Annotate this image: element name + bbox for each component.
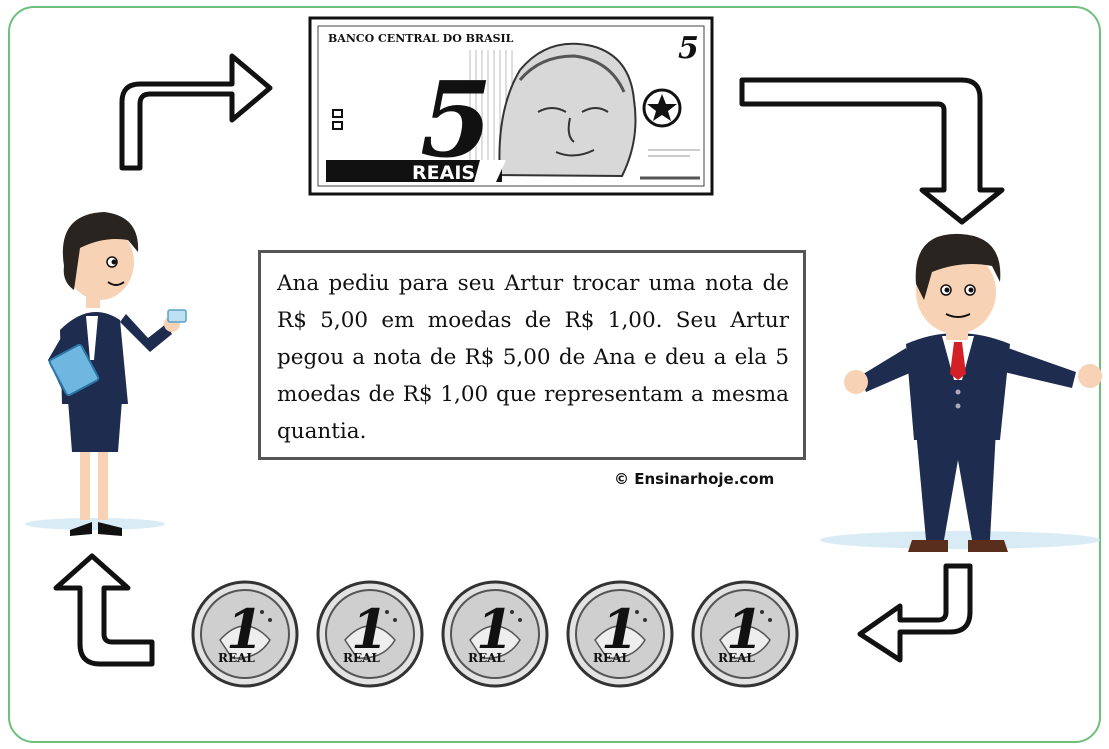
coin-2-label: REAL (343, 651, 380, 665)
coin-2-value: 1 (351, 597, 389, 661)
banknote-value-large: 5 (420, 58, 492, 181)
credit-text: © Ensinarhoje.com (614, 470, 775, 488)
coin-5-value: 1 (726, 597, 764, 661)
coin-3-value: 1 (476, 597, 514, 661)
coin-4-label: REAL (593, 651, 630, 665)
banknote-bank-name: BANCO CENTRAL DO BRASIL (328, 32, 514, 45)
coin-3 (441, 580, 549, 688)
coin-3-label: REAL (468, 651, 505, 665)
banknote-value-small: 5 (678, 31, 699, 66)
coin-1 (191, 580, 299, 688)
arrow-bottom-left-icon (53, 553, 155, 667)
story-text: Ana pediu para seu Artur trocar uma nota… (277, 271, 789, 444)
arrow-top-right-icon (739, 77, 1005, 225)
coin-1-label: REAL (218, 651, 255, 665)
artur-character (820, 233, 1102, 552)
arrow-bottom-right-icon (857, 563, 973, 663)
arrow-top-left-icon (119, 53, 273, 171)
coin-4-value: 1 (601, 597, 639, 661)
coin-1-value: 1 (226, 597, 264, 661)
coin-4 (566, 580, 674, 688)
story-textbox: Ana pediu para seu Artur trocar uma nota… (258, 250, 806, 460)
coin-2 (316, 580, 424, 688)
ana-character (25, 212, 187, 536)
coin-5 (691, 580, 799, 688)
banknote (308, 16, 714, 196)
banknote-currency-label: REAIS (412, 162, 475, 184)
coin-5-label: REAL (718, 651, 755, 665)
